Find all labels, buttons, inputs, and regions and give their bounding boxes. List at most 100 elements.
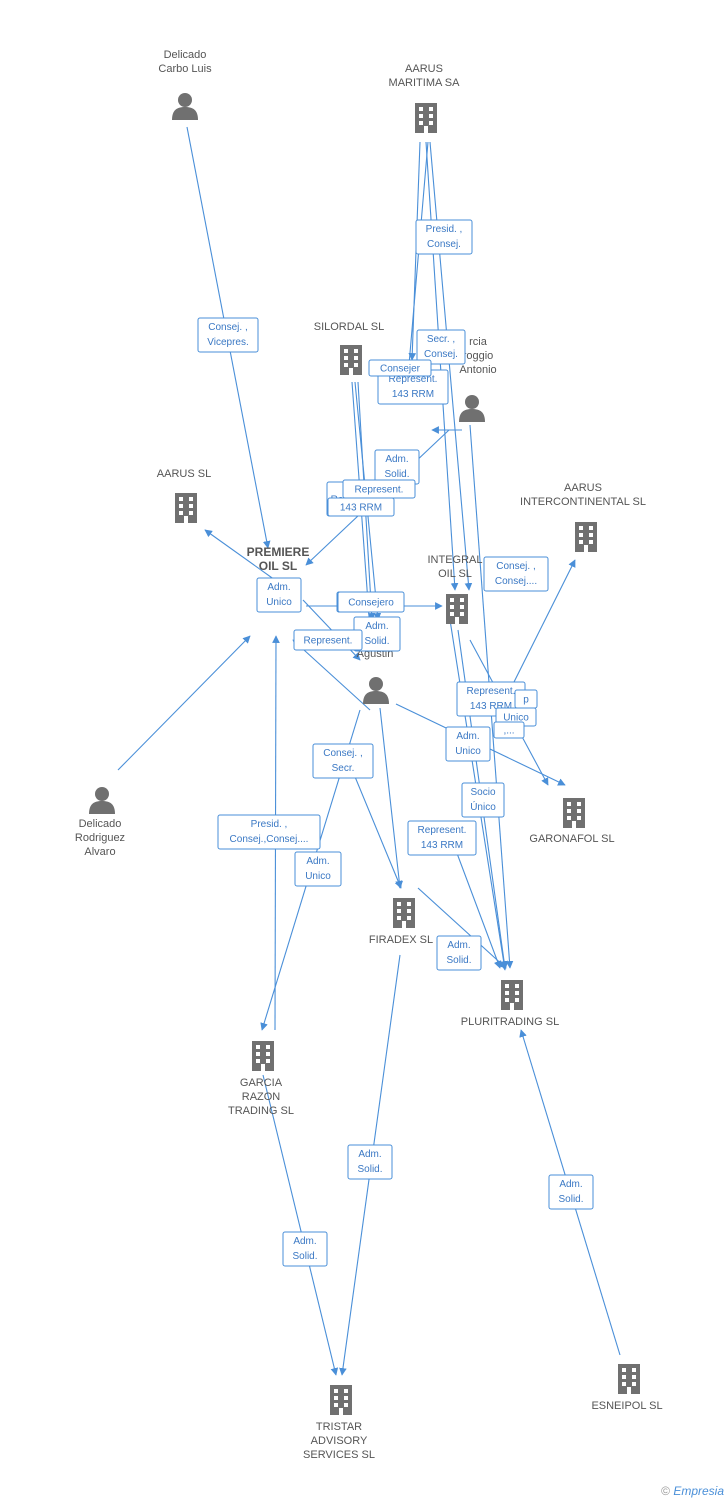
edge-label-box [197, 317, 259, 353]
node-label: PLURITRADING SL [461, 1016, 559, 1028]
building-icon [415, 103, 437, 133]
edge-label[interactable]: p [514, 689, 538, 709]
edge-label-text: Consej.... [495, 576, 537, 587]
edge-label-text: 143 RRM [421, 840, 463, 851]
edge-label[interactable]: Adm.Unico [294, 851, 342, 887]
edge-label[interactable]: Adm.Unico [256, 577, 302, 613]
edge-label-text: 143 RRM [392, 389, 434, 400]
relation-edge [379, 707, 404, 889]
edge-label[interactable]: Adm.Solid. [548, 1174, 594, 1210]
edge-label-text: Solid. [292, 1251, 317, 1262]
person-icon [172, 93, 198, 120]
edge-label-box [217, 814, 321, 850]
edge-label-box [483, 556, 549, 592]
relation-edge [509, 559, 576, 691]
node-firadex[interactable]: FIRADEX SL [369, 898, 433, 946]
edge-label[interactable]: Consej. ,Secr. [312, 743, 374, 779]
relation-edge [262, 1074, 339, 1376]
edge-label[interactable]: 143 RRM [327, 497, 395, 517]
edge-label[interactable]: Consejer [368, 359, 432, 377]
relation-edge [117, 635, 251, 771]
node-garonafol[interactable]: GARONAFOL SL [529, 798, 615, 845]
edge-label[interactable]: Adm.Unico [445, 726, 491, 762]
edge-label-text: Solid. [364, 636, 389, 647]
edge-label[interactable]: Consej. ,Consej.... [483, 556, 549, 592]
edge-label-text: Adm. [267, 582, 290, 593]
edge-label-text: Consej.,Consej.... [230, 834, 309, 845]
edge-label-box [337, 591, 405, 613]
edge-label-text: Solid. [558, 1194, 583, 1205]
building-icon [575, 522, 597, 552]
node-label: Rodriguez [75, 832, 125, 844]
node-label: GARCIA [240, 1077, 283, 1089]
node-agustin[interactable]: Agustin [357, 648, 394, 704]
node-label: MARITIMA SA [389, 77, 461, 89]
node-silordal[interactable]: SILORDAL SL [314, 321, 385, 375]
edge-label[interactable]: Secr. ,Consej. [416, 329, 466, 365]
building-icon [501, 980, 523, 1010]
edge-label-box [461, 782, 505, 818]
edge-label-box [548, 1174, 594, 1210]
node-aarus-sl[interactable]: AARUS SL [157, 468, 211, 523]
edge-label-box [368, 359, 432, 377]
edge-label[interactable]: Adm.Solid. [436, 935, 482, 971]
relation-edge [292, 639, 371, 711]
footer-brand[interactable]: © Empresia [661, 1484, 724, 1498]
edge-label[interactable]: Adm.Solid. [374, 449, 420, 485]
relation-edge [425, 141, 459, 591]
building-icon [340, 345, 362, 375]
edge-label-text: Adm. [293, 1236, 316, 1247]
edge-label-text: 143 RRM [340, 503, 382, 514]
node-label: PREMIERE [247, 545, 310, 559]
edge-label-text: Represent. [355, 485, 404, 496]
edge-label-text: Socio [470, 787, 495, 798]
edge-label[interactable]: Represent. [293, 629, 363, 651]
edge-label-text: Adm. [456, 731, 479, 742]
node-aarus-maritima[interactable]: AARUS MARITIMA SA [389, 63, 461, 133]
node-tristar[interactable]: TRISTAR ADVISORY SERVICES SL [303, 1385, 375, 1461]
edge-label[interactable]: Adm.Solid. [347, 1144, 393, 1180]
node-label: RAZON [242, 1091, 281, 1103]
edge-label-text: 143 RRM [470, 701, 512, 712]
node-label: INTEGRAL [427, 554, 482, 566]
edge-label[interactable]: Represent. [342, 479, 416, 499]
edge-label-text: Consej. , [323, 748, 362, 759]
edge-label-text: Consej. [427, 239, 461, 250]
node-label: TRISTAR [316, 1421, 362, 1433]
edge-label-text: Adm. [365, 621, 388, 632]
node-label: SERVICES SL [303, 1449, 375, 1461]
node-esneipol[interactable]: ESNEIPOL SL [591, 1364, 663, 1412]
edge-label-text: Consejer [380, 364, 421, 375]
edge-label[interactable]: Presid. ,Consej. [415, 219, 473, 255]
edge-label[interactable]: Consejero [337, 591, 405, 613]
node-label: Delicado [164, 49, 207, 61]
edge-label-text: Represent. [418, 825, 467, 836]
node-label: roggio [463, 350, 494, 362]
edge-label-text: Consejero [348, 598, 394, 609]
edge-label[interactable]: ,... [493, 721, 525, 739]
edge-label-text: Consej. , [208, 322, 247, 333]
edge-label[interactable]: Adm. Solid. [282, 1231, 328, 1267]
person-icon [363, 677, 389, 704]
node-label: ADVISORY [311, 1435, 368, 1447]
edge-label-text: Solid. [446, 955, 471, 966]
edge-label[interactable]: Presid. ,Consej.,Consej.... [217, 814, 321, 850]
edge-label-box [293, 629, 363, 651]
building-icon [252, 1041, 274, 1071]
node-label: AARUS [405, 63, 443, 75]
edge-label-text: Consej. [424, 349, 458, 360]
edge-label[interactable]: Consej. ,Vicepres. [197, 317, 259, 353]
node-label: INTERCONTINENTAL SL [520, 496, 646, 508]
node-pluritrading[interactable]: PLURITRADING SL [461, 980, 559, 1028]
edge-label[interactable]: Represent. 143 RRM [407, 820, 477, 856]
edge-label-text: Adm. [385, 454, 408, 465]
edge-label-text: Represent. [389, 374, 438, 385]
